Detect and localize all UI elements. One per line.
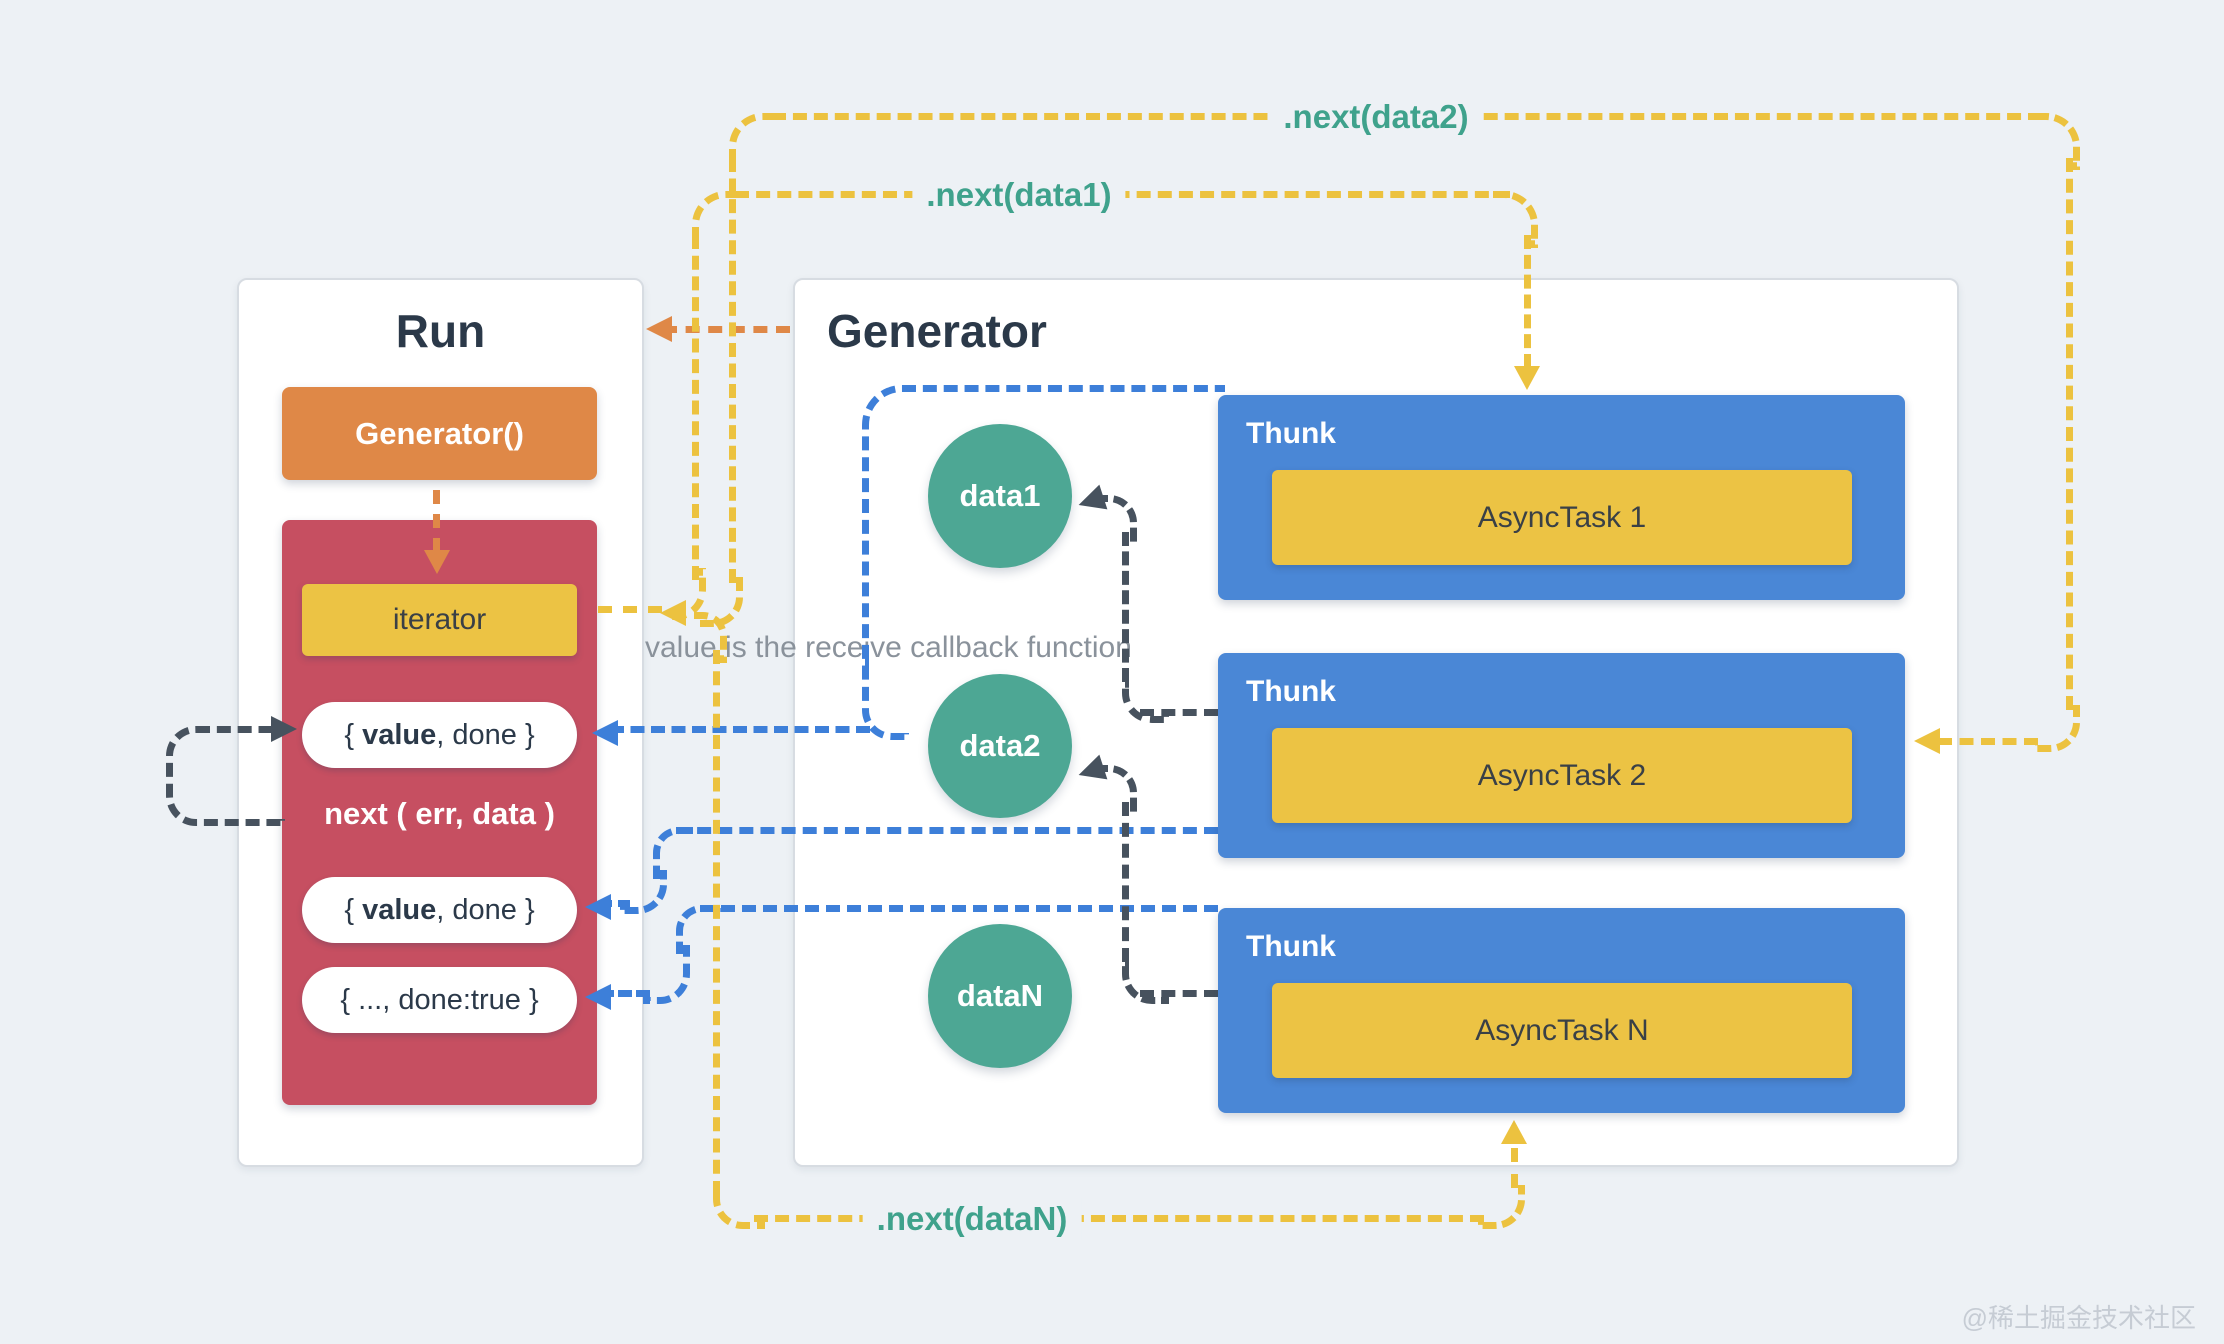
- dash-segment: [1493, 191, 1538, 248]
- result-pill-1: { value, done }: [302, 702, 577, 768]
- dash-segment: [610, 726, 870, 733]
- data1-label: data1: [959, 478, 1041, 513]
- dash-segment: [676, 905, 728, 954]
- dataN-label: dataN: [956, 978, 1044, 1013]
- done-pill: { ..., done:true }: [302, 967, 577, 1033]
- pill2-post: , done }: [436, 893, 535, 926]
- thunk-n: Thunk AsyncTask N: [1218, 908, 1905, 1113]
- thunk-2: Thunk AsyncTask 2: [1218, 653, 1905, 858]
- dash-segment: [1122, 532, 1129, 682]
- pill3-text: { ..., done:true }: [340, 983, 539, 1016]
- pill2-pre: {: [344, 893, 363, 926]
- next-fn-label: next ( err, data ): [324, 796, 555, 831]
- iterator-state-box: iterator { value, done } next ( err, dat…: [282, 520, 597, 1105]
- dash-segment: [1094, 765, 1137, 812]
- pill1-post: , done }: [436, 718, 535, 751]
- thunk-2-label: Thunk: [1246, 675, 1336, 708]
- async-task-1-box: AsyncTask 1: [1272, 470, 1852, 565]
- arrowhead: [1501, 1120, 1527, 1144]
- arrowhead: [646, 316, 672, 342]
- dash-segment: [620, 870, 667, 914]
- data1-circle: data1: [928, 424, 1072, 568]
- arrowhead: [1914, 728, 1940, 754]
- generator-call-label: Generator(): [355, 415, 524, 451]
- dash-segment: [700, 905, 1218, 912]
- dash-segment: [166, 726, 285, 826]
- dash-segment: [692, 191, 744, 248]
- dash-segment: [862, 385, 1225, 672]
- dash-segment: [692, 235, 699, 580]
- generator-call-box: Generator(): [282, 387, 597, 480]
- dash-segment: [600, 900, 630, 907]
- arrowhead: [1514, 366, 1540, 390]
- dash-segment: [1122, 960, 1169, 1004]
- async-task-2-box: AsyncTask 2: [1272, 728, 1852, 823]
- arrowhead: [585, 894, 611, 920]
- data2-label: data2: [959, 728, 1041, 763]
- arrowhead: [592, 720, 618, 746]
- pill2-bold: value: [362, 893, 437, 926]
- run-panel: Run Generator() iterator { value, done }…: [237, 278, 644, 1167]
- thunk-n-label: Thunk: [1246, 930, 1336, 963]
- async-task-1-label: AsyncTask 1: [1477, 500, 1647, 534]
- dash-segment: [713, 650, 720, 1195]
- pill1-pre: {: [344, 718, 363, 751]
- thunk-1: Thunk AsyncTask 1: [1218, 395, 1905, 600]
- watermark-text: @稀土掘金技术社区: [1961, 1303, 2196, 1333]
- dash-segment: [1094, 495, 1137, 542]
- iterator-box: iterator: [302, 584, 577, 656]
- generator-panel-title: Generator: [827, 305, 1047, 357]
- dash-segment: [1478, 1185, 1525, 1229]
- result-pill-2: { value, done }: [302, 877, 577, 943]
- dash-segment: [1122, 680, 1169, 723]
- dataN-circle: dataN: [928, 924, 1072, 1068]
- dash-segment: [1524, 235, 1531, 368]
- pill1-bold: value: [362, 718, 437, 751]
- arrowhead: [585, 984, 611, 1010]
- dash-segment: [663, 326, 790, 333]
- next-dataN-label: .next(dataN): [862, 1198, 1082, 1240]
- dash-segment: [653, 827, 705, 879]
- arrowhead: [660, 600, 686, 626]
- dash-segment: [729, 158, 736, 583]
- next-data2-label: .next(data2): [1269, 96, 1483, 138]
- dash-segment: [754, 1215, 1484, 1222]
- dash-segment: [643, 945, 690, 1004]
- dash-segment: [1140, 990, 1218, 997]
- dash-segment: [433, 490, 440, 552]
- dash-segment: [729, 113, 781, 170]
- arrowhead: [271, 716, 297, 742]
- dash-segment: [2035, 705, 2080, 752]
- dash-segment: [676, 827, 1218, 834]
- async-task-2-label: AsyncTask 2: [1477, 758, 1647, 792]
- dash-segment: [694, 612, 727, 663]
- iterator-label: iterator: [392, 603, 487, 636]
- dash-segment: [862, 658, 909, 740]
- dash-segment: [1938, 738, 2038, 745]
- async-task-n-label: AsyncTask N: [1475, 1013, 1649, 1047]
- dash-segment: [1122, 802, 1129, 962]
- arrowhead: [424, 550, 450, 574]
- dash-segment: [2035, 113, 2080, 170]
- dash-segment: [600, 990, 650, 997]
- data2-circle: data2: [928, 674, 1072, 818]
- dash-segment: [1140, 709, 1218, 716]
- dash-segment: [598, 606, 662, 613]
- next-data1-label: .next(data1): [912, 174, 1126, 216]
- dash-segment: [713, 1185, 765, 1229]
- dash-segment: [1511, 1148, 1518, 1188]
- run-panel-title: Run: [395, 305, 486, 357]
- dash-segment: [2066, 158, 2073, 710]
- thunk-1-label: Thunk: [1246, 417, 1336, 450]
- async-task-n-box: AsyncTask N: [1272, 983, 1852, 1078]
